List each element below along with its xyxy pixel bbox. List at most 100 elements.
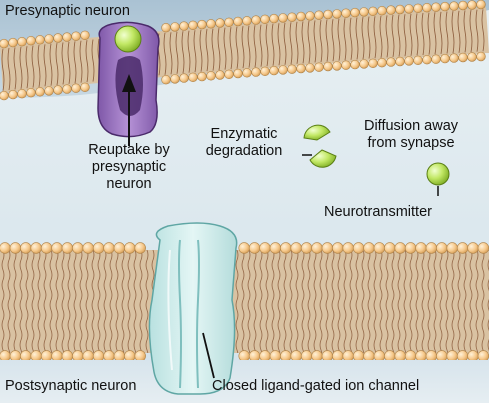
phospholipid-head [404,242,417,254]
phospholipid-head [269,350,282,362]
enzymatic-line-1: Enzymatic [210,126,278,142]
phospholipid-head [446,350,458,362]
lipid-tail [373,16,377,59]
neurotransmitter-reuptake [114,25,142,53]
phospholipid-head [363,242,375,254]
phospholipid-head [413,55,423,65]
lipid-tail [181,31,185,74]
phospholipid-head [386,57,396,67]
lipid-tail [463,10,467,53]
phospholipid-head [80,82,90,93]
lipid-tail [283,22,287,65]
phospholipid-head [436,350,448,362]
phospholipid-head [124,350,136,362]
phospholipid-head [26,35,36,46]
phospholipid-head [440,1,450,12]
phospholipid-head [134,350,146,362]
phospholipid-head [404,4,414,14]
phospholipid-head [384,350,396,362]
lipid-tail [427,12,431,55]
lipid-tail [223,27,227,70]
phospholipid-head [72,350,84,362]
lipid-tail [235,26,239,69]
phospholipid-head [395,4,405,15]
phospholipid-head [242,16,252,26]
lipid-tail [187,30,191,73]
phospholipid-head [458,52,468,63]
lipid-tail [13,47,17,90]
phospholipid-head [248,242,261,254]
phospholipid-head [467,0,477,10]
lipid-tail [67,41,71,84]
lipid-tail [1,48,5,91]
phospholipid-head [425,242,438,254]
phospholipid-head [300,242,313,254]
reuptake-line-2: presynaptic [91,159,167,175]
lipid-tail [301,21,305,64]
phospholipid-head [269,65,279,76]
postsynaptic-lipid-tails [0,250,489,353]
lipid-tail [355,17,359,60]
enzymatic-degradation-label: Enzymatic degradation [198,126,290,160]
lipid-tail [391,14,395,58]
lipid-tail [295,21,299,64]
phospholipid-head [280,242,292,254]
phospholipid-head [35,35,45,45]
phospholipid-head [314,62,324,72]
phospholipid-head [161,23,171,33]
phospholipid-head [188,72,198,83]
phospholipid-head [476,51,486,62]
phospholipid-head [342,350,354,362]
lipid-tail [403,14,407,57]
phospholipid-head [323,9,333,20]
phospholipid-head [287,64,297,74]
phospholipid-head [72,242,84,254]
phospholipid-head [384,242,396,254]
phospholipid-head [170,22,180,32]
phospholipid-head [425,350,438,362]
lipid-tail [385,15,389,58]
phospholipid-head [323,61,333,72]
phospholipid-head [179,73,189,83]
phospholipid-head [296,63,306,74]
phospholipid-head [321,242,334,254]
phospholipid-head [342,242,354,254]
phospholipid-head [0,242,11,254]
lipid-tail [163,32,167,75]
phospholipid-head [51,242,63,254]
phospholipid-head [456,350,469,362]
phospholipid-head [467,242,479,254]
phospholipid-head [71,83,81,93]
phospholipid-head [20,350,32,362]
phospholipid-head [82,242,94,254]
phospholipid-head [278,13,288,23]
phospholipid-head [259,350,271,362]
lipid-tail [217,28,221,71]
lipid-tail [19,46,23,89]
diffusion-line-2: from synapse [367,135,455,151]
lipid-tail [175,31,179,74]
reuptake-label: Reuptake by presynaptic neuron [78,142,180,193]
phospholipid-head [359,59,369,69]
phospholipid-head [477,350,489,362]
phospholipid-head [278,65,288,75]
phospholipid-head [300,350,313,362]
lipid-tail [247,25,251,68]
phospholipid-head [238,350,250,362]
phospholipid-head [242,68,252,78]
phospholipid-head [477,242,489,254]
reuptake-line-1: Reuptake by [88,142,170,158]
phospholipid-head [467,350,479,362]
lipid-tail [205,29,209,72]
lipid-tail [415,13,419,56]
phospholipid-head [341,60,351,70]
phospholipid-head [296,11,306,22]
phospholipid-head [17,36,27,47]
phospholipid-head [332,242,344,254]
lipid-tail [55,43,59,86]
phospholipid-head [363,350,375,362]
lipid-tail [61,42,65,85]
phospholipid-head [113,350,126,362]
phospholipid-head [92,242,105,254]
